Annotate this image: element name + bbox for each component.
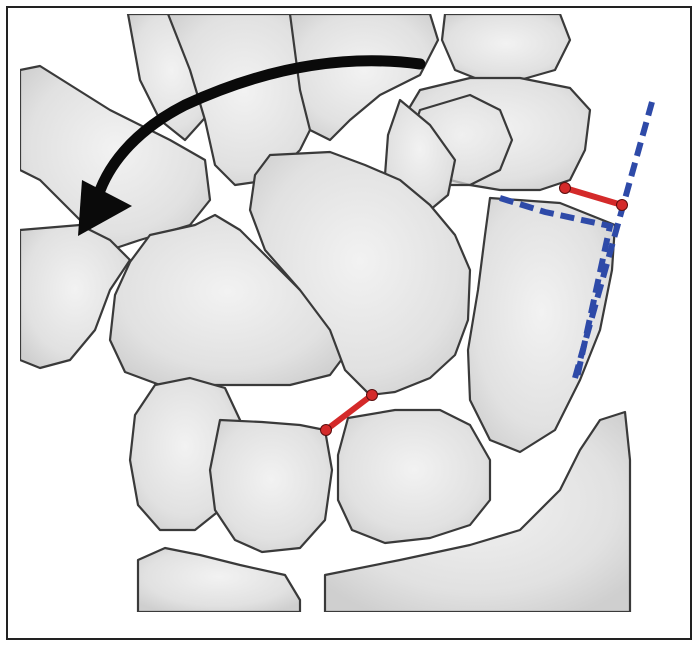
bone-top-right xyxy=(442,14,570,80)
bone-lunate xyxy=(338,410,490,543)
bone-hamate xyxy=(210,420,332,552)
bone-triquetrum xyxy=(468,198,615,452)
bone-bottom-left xyxy=(138,548,300,612)
